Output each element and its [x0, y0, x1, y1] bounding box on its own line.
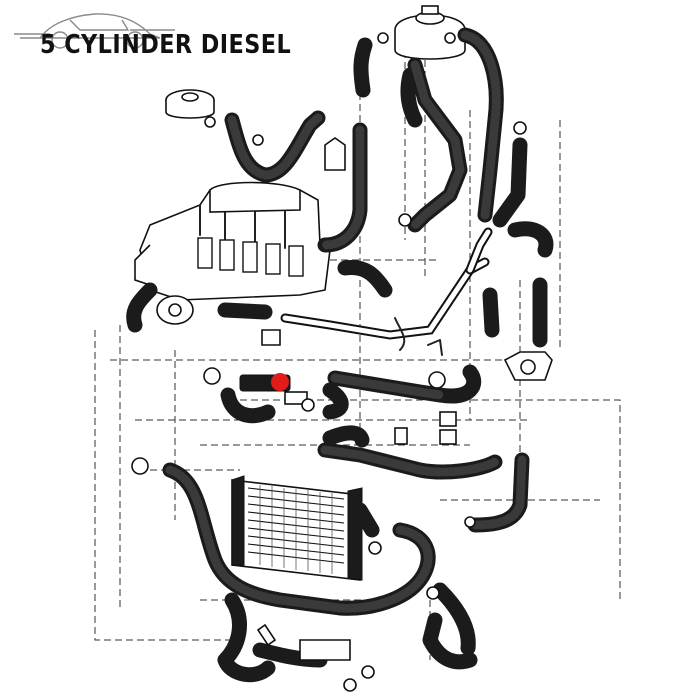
- car-logo: [14, 13, 175, 49]
- radiator: [231, 475, 363, 581]
- diagram-title: 5 CYLINDER DIESEL: [40, 30, 292, 60]
- engine-block: [134, 181, 331, 325]
- expansion-tank: [394, 5, 466, 60]
- highlight-marker: [271, 373, 289, 391]
- coolant-hoses: [126, 27, 554, 683]
- filter-housing: [165, 89, 215, 119]
- thermostat-housing: [503, 351, 553, 381]
- metal-coolant-pipe: [280, 227, 493, 340]
- fittings: [131, 32, 527, 692]
